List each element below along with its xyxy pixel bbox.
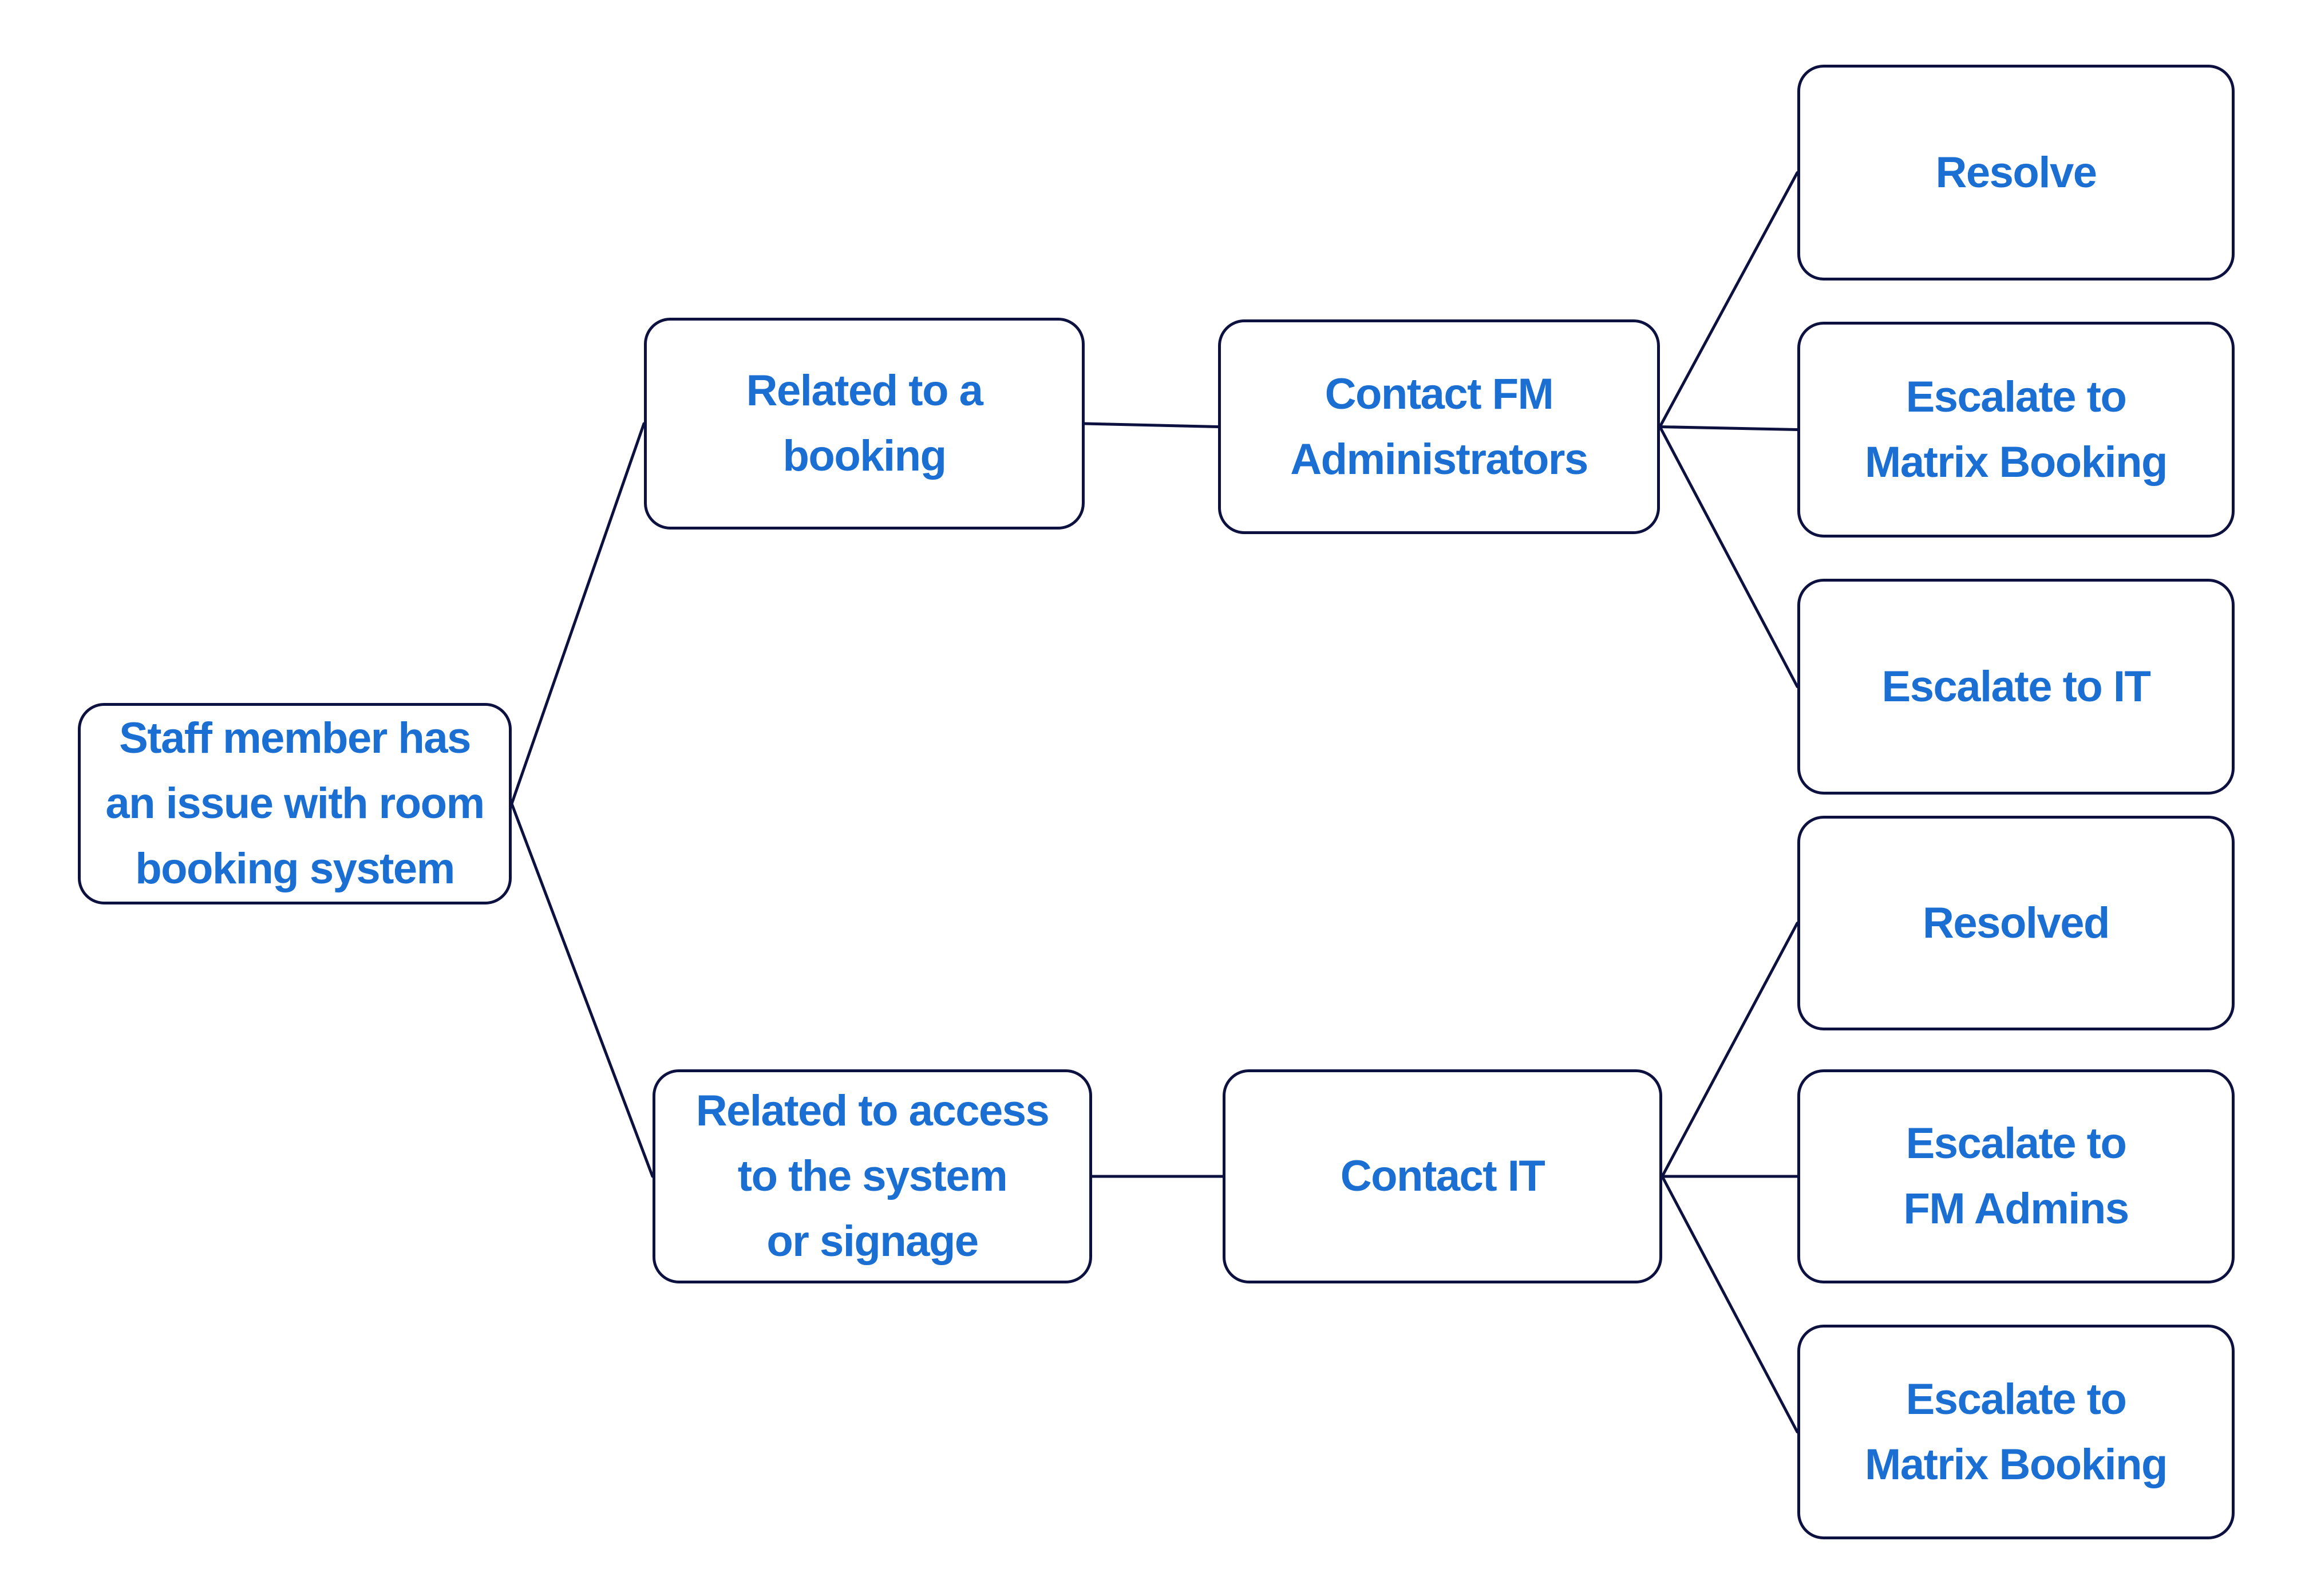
node-label-escalate-fm: Escalate to FM Admins bbox=[1903, 1119, 2129, 1233]
node-label-contact-it: Contact IT bbox=[1340, 1152, 1545, 1200]
node-label-resolved: Resolved bbox=[1923, 898, 2110, 947]
connector-contact-it-to-resolved bbox=[1661, 922, 1799, 1178]
node-escalate-matrix-bottom[interactable]: Escalate to Matrix Booking bbox=[1797, 1325, 2235, 1539]
node-label-contact-fm: Contact FM Administrators bbox=[1290, 369, 1588, 484]
node-label-escalate-matrix-bottom: Escalate to Matrix Booking bbox=[1865, 1374, 2168, 1489]
node-label-escalate-it: Escalate to IT bbox=[1881, 662, 2151, 711]
connector-contact-fm-to-escalate-matrix-top bbox=[1658, 425, 1799, 431]
node-label-resolve: Resolve bbox=[1935, 148, 2098, 197]
node-contact-it[interactable]: Contact IT bbox=[1223, 1069, 1662, 1283]
node-label-related-booking: Related to a booking bbox=[746, 366, 983, 480]
node-label-escalate-matrix-top: Escalate to Matrix Booking bbox=[1865, 372, 2168, 487]
node-resolve[interactable]: Resolve bbox=[1797, 65, 2235, 281]
connector-contact-fm-to-resolve bbox=[1658, 171, 1799, 428]
node-root[interactable]: Staff member has an issue with room book… bbox=[78, 703, 512, 904]
connector-contact-fm-to-escalate-it bbox=[1658, 425, 1799, 688]
node-label-root: Staff member has an issue with room book… bbox=[105, 714, 485, 893]
node-escalate-matrix-top[interactable]: Escalate to Matrix Booking bbox=[1797, 322, 2235, 538]
node-contact-fm[interactable]: Contact FM Administrators bbox=[1218, 319, 1660, 534]
node-label-related-access: Related to access to the system or signa… bbox=[695, 1087, 1050, 1266]
node-escalate-fm[interactable]: Escalate to FM Admins bbox=[1797, 1069, 2235, 1283]
node-resolved[interactable]: Resolved bbox=[1797, 816, 2235, 1030]
node-related-access[interactable]: Related to access to the system or signa… bbox=[653, 1069, 1092, 1283]
connector-contact-it-to-escalate-matrix-bottom bbox=[1661, 1175, 1799, 1433]
node-related-booking[interactable]: Related to a booking bbox=[644, 318, 1085, 530]
node-escalate-it[interactable]: Escalate to IT bbox=[1797, 579, 2235, 795]
connector-related-booking-to-contact-fm bbox=[1083, 422, 1220, 428]
connector-root-to-related-booking bbox=[510, 422, 646, 805]
connector-root-to-related-access bbox=[510, 802, 654, 1178]
